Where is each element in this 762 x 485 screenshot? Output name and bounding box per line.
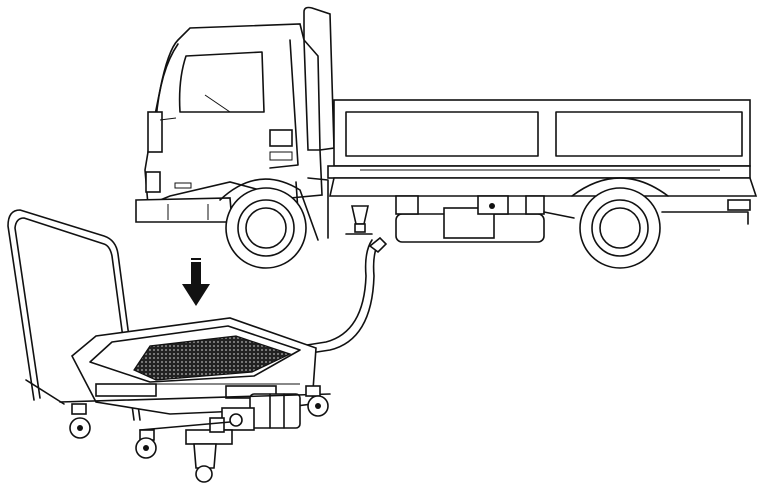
oil-drain-cart-icon (7, 209, 331, 483)
caster-wheel (305, 385, 329, 417)
hose-nozzle (368, 236, 388, 254)
cart-frame (59, 393, 331, 403)
drain-valve (193, 443, 217, 469)
bed-panel-rear (555, 111, 743, 157)
cab-window (178, 51, 265, 113)
chassis-rail (329, 177, 758, 197)
bed-floor (327, 165, 751, 179)
exhaust-stack (303, 6, 335, 151)
truck-icon (135, 6, 758, 269)
front-wheel-arch (219, 178, 319, 241)
cab-door (269, 39, 299, 169)
down-arrow-icon (182, 258, 210, 306)
oil-drain-port (345, 205, 373, 235)
headlight (145, 171, 161, 193)
front-wheel (225, 187, 307, 269)
bed-panel-front (345, 111, 539, 157)
cart-handle (7, 209, 141, 421)
rear-wheel (571, 177, 669, 269)
caster-wheel (135, 429, 157, 459)
windshield-edge (155, 43, 179, 121)
pump-assembly (185, 393, 301, 483)
caster-wheel (69, 403, 91, 439)
side-mirror (147, 111, 163, 153)
drain-grate (133, 335, 292, 381)
door-handle (269, 129, 293, 147)
front-bumper (135, 197, 233, 223)
